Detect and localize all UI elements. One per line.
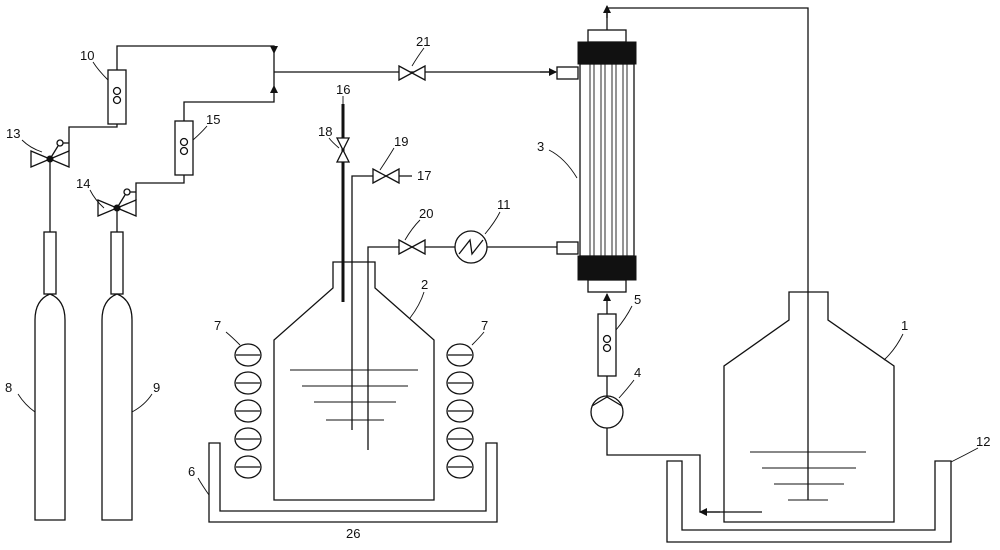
- valve-20: [398, 238, 426, 256]
- label-19: 19: [394, 134, 408, 149]
- label-3: 3: [537, 139, 544, 154]
- storage-tank-1: [723, 291, 895, 523]
- pipe-10-to-mixer: [116, 45, 278, 70]
- gas-cylinder-9: [101, 231, 133, 521]
- pipe-membrane-to-tank-2: [367, 246, 557, 450]
- flowmeter-5: [597, 313, 617, 377]
- label-21: 21: [416, 34, 430, 49]
- label-2: 2: [421, 277, 428, 292]
- reaction-tank-2: [273, 261, 435, 501]
- label-15: 15: [206, 112, 220, 127]
- label-12: 12: [976, 434, 990, 449]
- leader-lines: [17, 47, 979, 496]
- label-18: 18: [318, 124, 332, 139]
- pipe-membrane-to-tank-1: [606, 7, 809, 292]
- valve-18: [335, 137, 351, 163]
- label-26: 26: [346, 526, 360, 541]
- pipe-13-to-10: [68, 124, 118, 143]
- label-5: 5: [634, 292, 641, 307]
- regulator-valve-14: [97, 188, 137, 217]
- label-7-right: 7: [481, 318, 488, 333]
- label-6: 6: [188, 464, 195, 479]
- label-4: 4: [634, 365, 641, 380]
- water-bath-12: [666, 460, 952, 543]
- flowmeter-10: [107, 69, 127, 125]
- heating-coil-7-right: [446, 343, 474, 479]
- flowmeter-15: [174, 120, 194, 176]
- valve-21: [398, 64, 426, 82]
- valve-19: [372, 167, 400, 185]
- pump-4: [590, 395, 624, 429]
- label-17: 17: [417, 168, 431, 183]
- label-13: 13: [6, 126, 20, 141]
- pipe-15-to-mixer: [183, 85, 278, 121]
- pipe-tank-1-to-pump: [606, 428, 762, 513]
- label-20: 20: [419, 206, 433, 221]
- label-11: 11: [497, 197, 511, 212]
- heater-11: [454, 230, 488, 264]
- heating-coil-7-left: [234, 343, 262, 479]
- label-8: 8: [5, 380, 12, 395]
- label-1: 1: [901, 318, 908, 333]
- label-10: 10: [80, 48, 94, 63]
- label-7-left: 7: [214, 318, 221, 333]
- component-labels: 1 2 3 4 5 6 7 7 8 9 10 11 12 13 14 15 16…: [5, 34, 990, 541]
- water-bath-6: [208, 442, 498, 523]
- membrane-module-3: [556, 29, 637, 293]
- gas-cylinder-8: [34, 231, 66, 521]
- label-14: 14: [76, 176, 90, 191]
- label-16: 16: [336, 82, 350, 97]
- regulator-valve-13: [30, 139, 70, 168]
- label-9: 9: [153, 380, 160, 395]
- pipe-14-to-15: [135, 175, 185, 192]
